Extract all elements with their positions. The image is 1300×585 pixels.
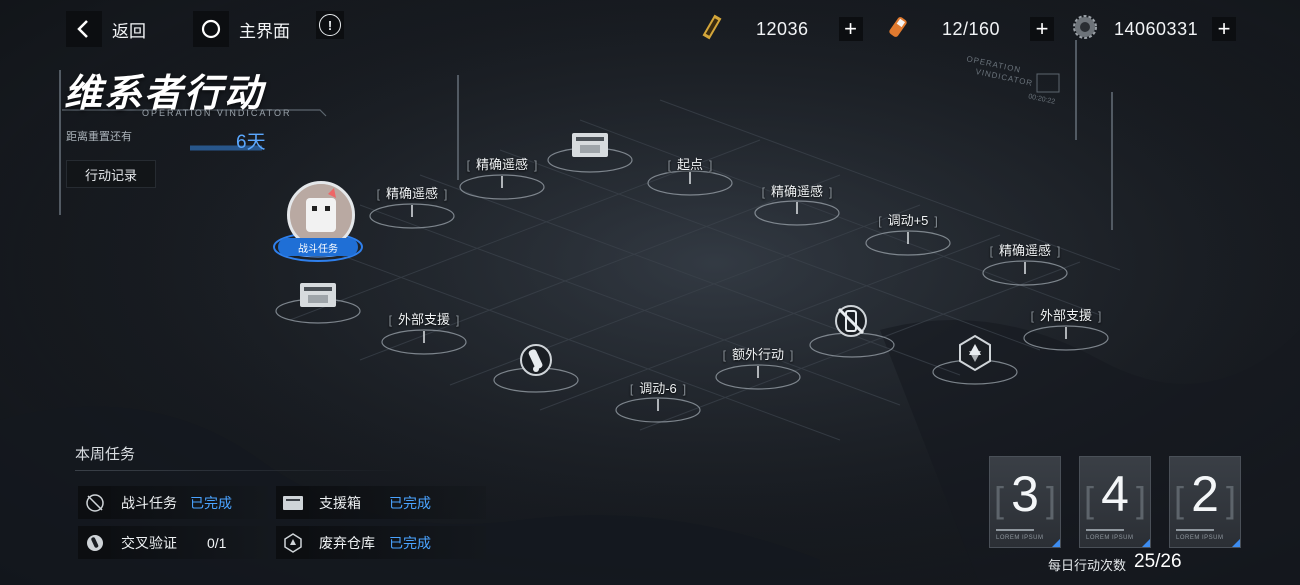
daily-actions-label: 每日行动次数 <box>1048 558 1127 573</box>
counter-card-2: [ ] 4 LOREM IPSUM <box>1079 456 1151 548</box>
bracket-left: [ <box>1084 479 1095 520</box>
supply-box-icon <box>300 283 336 307</box>
resource-energy: 12036 + <box>698 14 863 44</box>
home-circle-icon <box>193 11 229 47</box>
supply-box-icon <box>276 486 309 519</box>
avatar <box>290 184 352 246</box>
card-corner <box>1142 539 1150 547</box>
task-name: 支援箱 <box>319 494 361 511</box>
event-title: 维系者行动 <box>64 73 265 115</box>
counter-digit: 3 <box>1011 466 1039 522</box>
map-node-extra-action[interactable]: 额外行动 <box>723 344 794 363</box>
daily-actions-value: 25/26 <box>1134 551 1182 572</box>
map-node-remote-sensing-3[interactable]: 精确遥感 <box>762 181 833 200</box>
map-node-supply-box-1[interactable] <box>568 128 612 160</box>
energy-value: 12036 <box>756 18 809 39</box>
task-name: 废弃仓库 <box>319 534 375 551</box>
map-node-external-support-1[interactable]: 外部支援 <box>389 309 460 328</box>
card-corner <box>1232 539 1240 547</box>
add-coins-button[interactable]: + <box>1212 17 1237 41</box>
map-node-remote-sensing-2[interactable]: 精确遥感 <box>467 154 538 173</box>
stamina-vial-icon <box>884 13 914 46</box>
map-node-mobilize-plus[interactable]: 调动+5 <box>878 210 938 229</box>
abandoned-depot-icon <box>959 334 991 372</box>
map-node-remote-sensing-4[interactable]: 精确遥感 <box>990 240 1061 259</box>
weekly-divider <box>75 470 405 471</box>
counter-card-1: [ ] 3 LOREM IPSUM <box>989 456 1061 548</box>
resource-stamina: 12/160 + <box>884 13 1055 46</box>
counter-digit: 2 <box>1191 466 1219 522</box>
task-status: 已完成 <box>190 494 232 511</box>
chevron-left-icon <box>66 11 102 47</box>
add-energy-button[interactable]: + <box>838 17 863 41</box>
action-record-button[interactable]: 行动记录 <box>66 160 156 188</box>
card-caption: LOREM IPSUM <box>996 535 1044 541</box>
home-label: 主界面 <box>239 21 290 41</box>
back-button[interactable]: 返回 <box>66 11 146 47</box>
map-node-external-support-2[interactable]: 外部支援 <box>1031 305 1102 324</box>
counter-digit: 4 <box>1101 466 1129 522</box>
task-status: 0/1 <box>207 534 227 551</box>
energy-ammo-icon <box>698 13 728 46</box>
supply-box-icon <box>572 133 608 157</box>
card-corner <box>1052 539 1060 547</box>
bracket-right: ] <box>1225 479 1236 520</box>
bracket-right: ] <box>1135 479 1146 520</box>
coin-value: 14060331 <box>1114 18 1199 39</box>
info-icon: ! <box>319 14 341 36</box>
info-button[interactable]: ! <box>316 11 344 39</box>
map-node-battle[interactable] <box>830 300 872 342</box>
cross-verify-icon <box>520 344 552 376</box>
weekly-tasks-title: 本周任务 <box>75 446 136 463</box>
bracket-left: [ <box>994 479 1005 520</box>
card-caption: LOREM IPSUM <box>1176 535 1224 541</box>
task-name: 交叉验证 <box>121 534 177 551</box>
player-marker-label: 战斗任务 <box>278 238 358 256</box>
stamina-value: 12/160 <box>942 18 1001 39</box>
cross-verify-icon <box>78 526 111 559</box>
back-label: 返回 <box>112 21 146 41</box>
task-name: 战斗任务 <box>121 494 177 511</box>
card-bar <box>1176 529 1214 531</box>
task-status: 已完成 <box>389 494 431 511</box>
reset-countdown-value: 6天 <box>236 132 266 153</box>
task-abandoned-depot[interactable]: 废弃仓库 已完成 <box>276 526 486 559</box>
map-node-cross-verify[interactable] <box>516 340 556 380</box>
reset-countdown-label: 距离重置还有 <box>66 131 132 143</box>
battle-crossed-icon <box>835 305 867 337</box>
map-node-supply-box-2[interactable] <box>296 278 340 310</box>
map-node-remote-sensing-1[interactable]: 精确遥感 <box>377 183 448 202</box>
task-supply-box[interactable]: 支援箱 已完成 <box>276 486 486 519</box>
task-cross-verify[interactable]: 交叉验证 0/1 <box>78 526 268 559</box>
abandoned-depot-icon <box>276 526 309 559</box>
card-bar <box>1086 529 1124 531</box>
resource-coins: 14060331 + <box>1072 14 1237 45</box>
bracket-right: ] <box>1045 479 1056 520</box>
card-caption: LOREM IPSUM <box>1086 535 1134 541</box>
map-node-start[interactable]: 起点 <box>668 154 713 173</box>
gear-coin-icon <box>1072 14 1102 45</box>
home-button[interactable]: 主界面 <box>193 11 290 47</box>
add-stamina-button[interactable]: + <box>1030 17 1055 41</box>
counter-card-3: [ ] 2 LOREM IPSUM <box>1169 456 1241 548</box>
map-node-mobilize-minus[interactable]: 调动-6 <box>630 378 686 397</box>
battle-crossed-icon <box>78 486 111 519</box>
bracket-left: [ <box>1174 479 1185 520</box>
task-battle[interactable]: 战斗任务 已完成 <box>78 486 268 519</box>
player-marker[interactable] <box>287 181 355 249</box>
task-status: 已完成 <box>389 534 431 551</box>
event-subtitle: OPERATION VINDICATOR <box>142 108 292 118</box>
map-node-abandoned-depot[interactable] <box>954 332 996 374</box>
card-bar <box>996 529 1034 531</box>
